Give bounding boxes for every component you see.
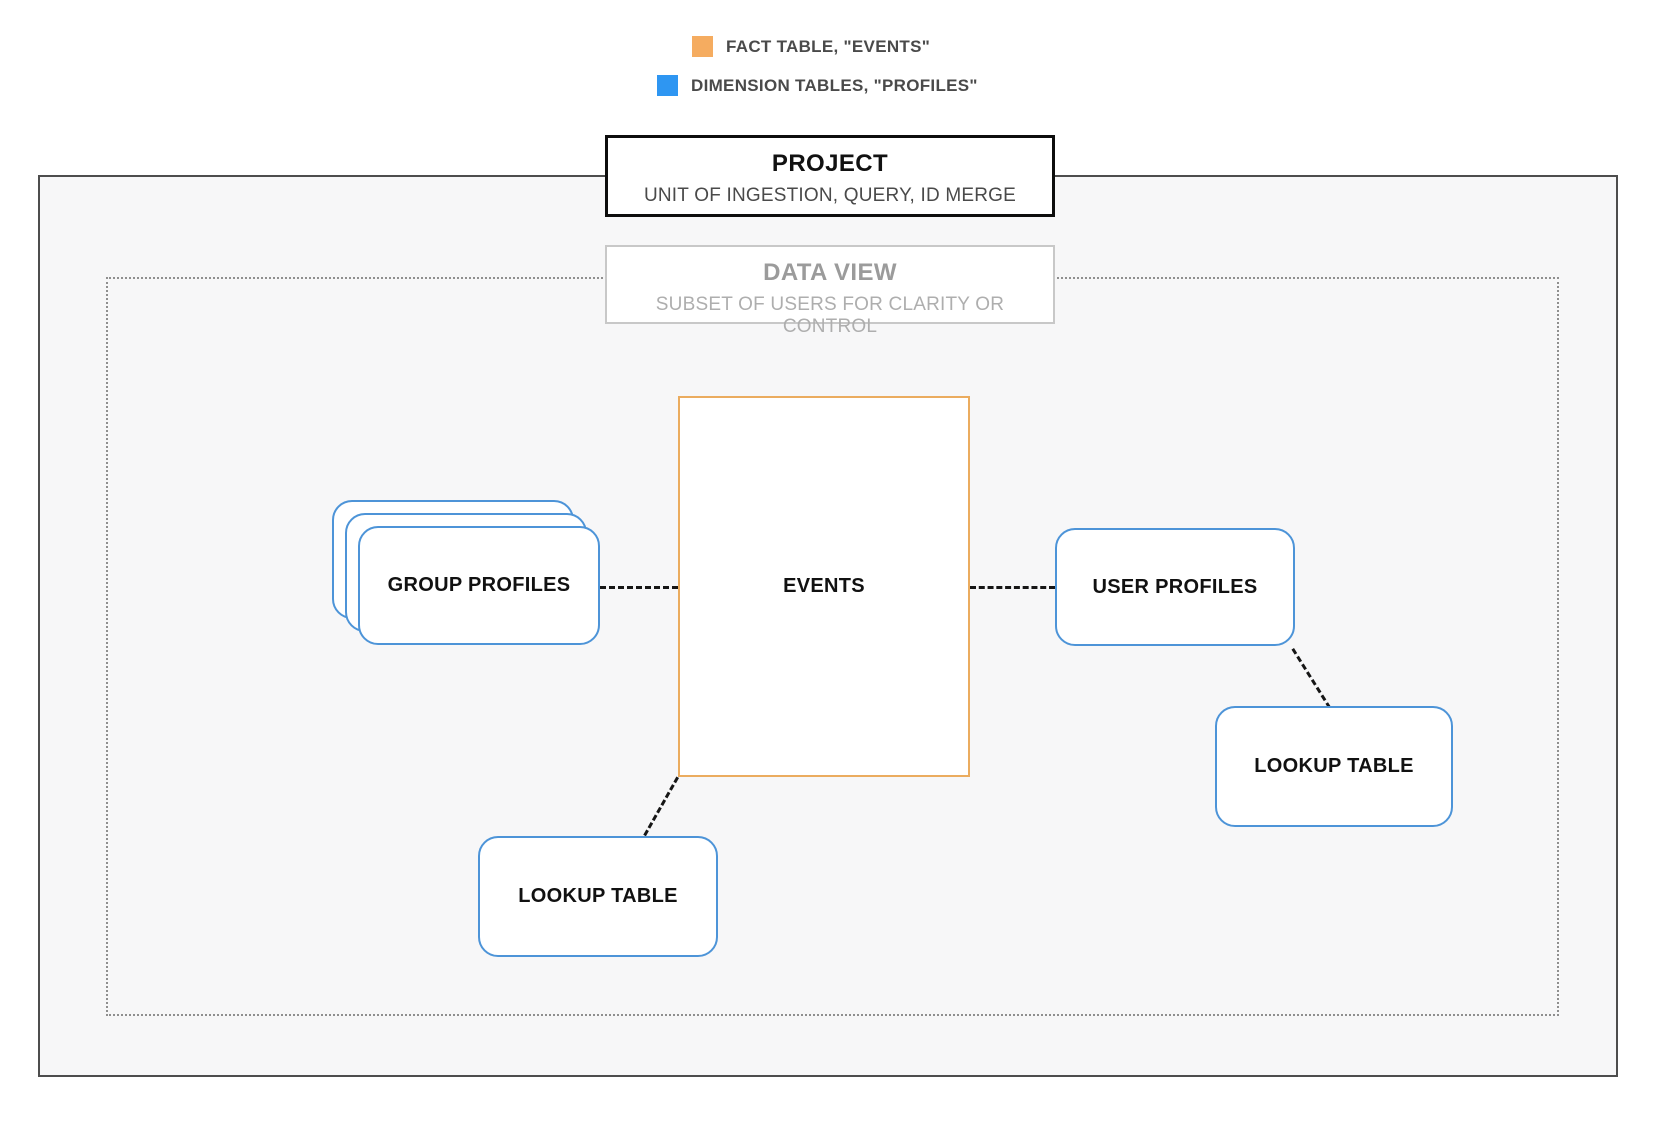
fact-table-swatch-icon (692, 36, 713, 57)
data-view-subtitle: SUBSET OF USERS FOR CLARITY OR CONTROL (655, 294, 1005, 337)
legend-item-fact-table: FACT TABLE, "EVENTS" (692, 36, 930, 57)
lookup-table-right-node: LOOKUP TABLE (1215, 706, 1453, 827)
data-view-title: DATA VIEW (763, 259, 897, 286)
events-label: EVENTS (783, 575, 865, 597)
legend-item-dimension-tables: DIMENSION TABLES, "PROFILES" (657, 75, 978, 96)
lookup-table-right-label: LOOKUP TABLE (1254, 755, 1414, 777)
legend-label-fact-table: FACT TABLE, "EVENTS" (726, 36, 931, 56)
connector-group-profiles-events (600, 586, 678, 589)
events-node: EVENTS (678, 396, 970, 777)
lookup-table-bottom-label: LOOKUP TABLE (518, 885, 678, 907)
user-profiles-label: USER PROFILES (1092, 575, 1258, 598)
user-profiles-node: USER PROFILES (1055, 528, 1295, 646)
project-header-box: PROJECT UNIT OF INGESTION, QUERY, ID MER… (605, 135, 1055, 217)
data-view-header-box: DATA VIEW SUBSET OF USERS FOR CLARITY OR… (605, 245, 1055, 337)
group-profiles-label: GROUP PROFILES (387, 574, 571, 596)
dimension-tables-swatch-icon (657, 75, 678, 96)
group-profiles-node: GROUP PROFILES (358, 526, 600, 645)
legend-label-dimension-tables: DIMENSION TABLES, "PROFILES" (691, 75, 978, 95)
connector-events-user-profiles (970, 586, 1055, 589)
project-title: PROJECT (771, 150, 889, 177)
lookup-table-bottom-node: LOOKUP TABLE (478, 836, 718, 957)
project-subtitle: UNIT OF INGESTION, QUERY, ID MERGE (643, 185, 1017, 206)
